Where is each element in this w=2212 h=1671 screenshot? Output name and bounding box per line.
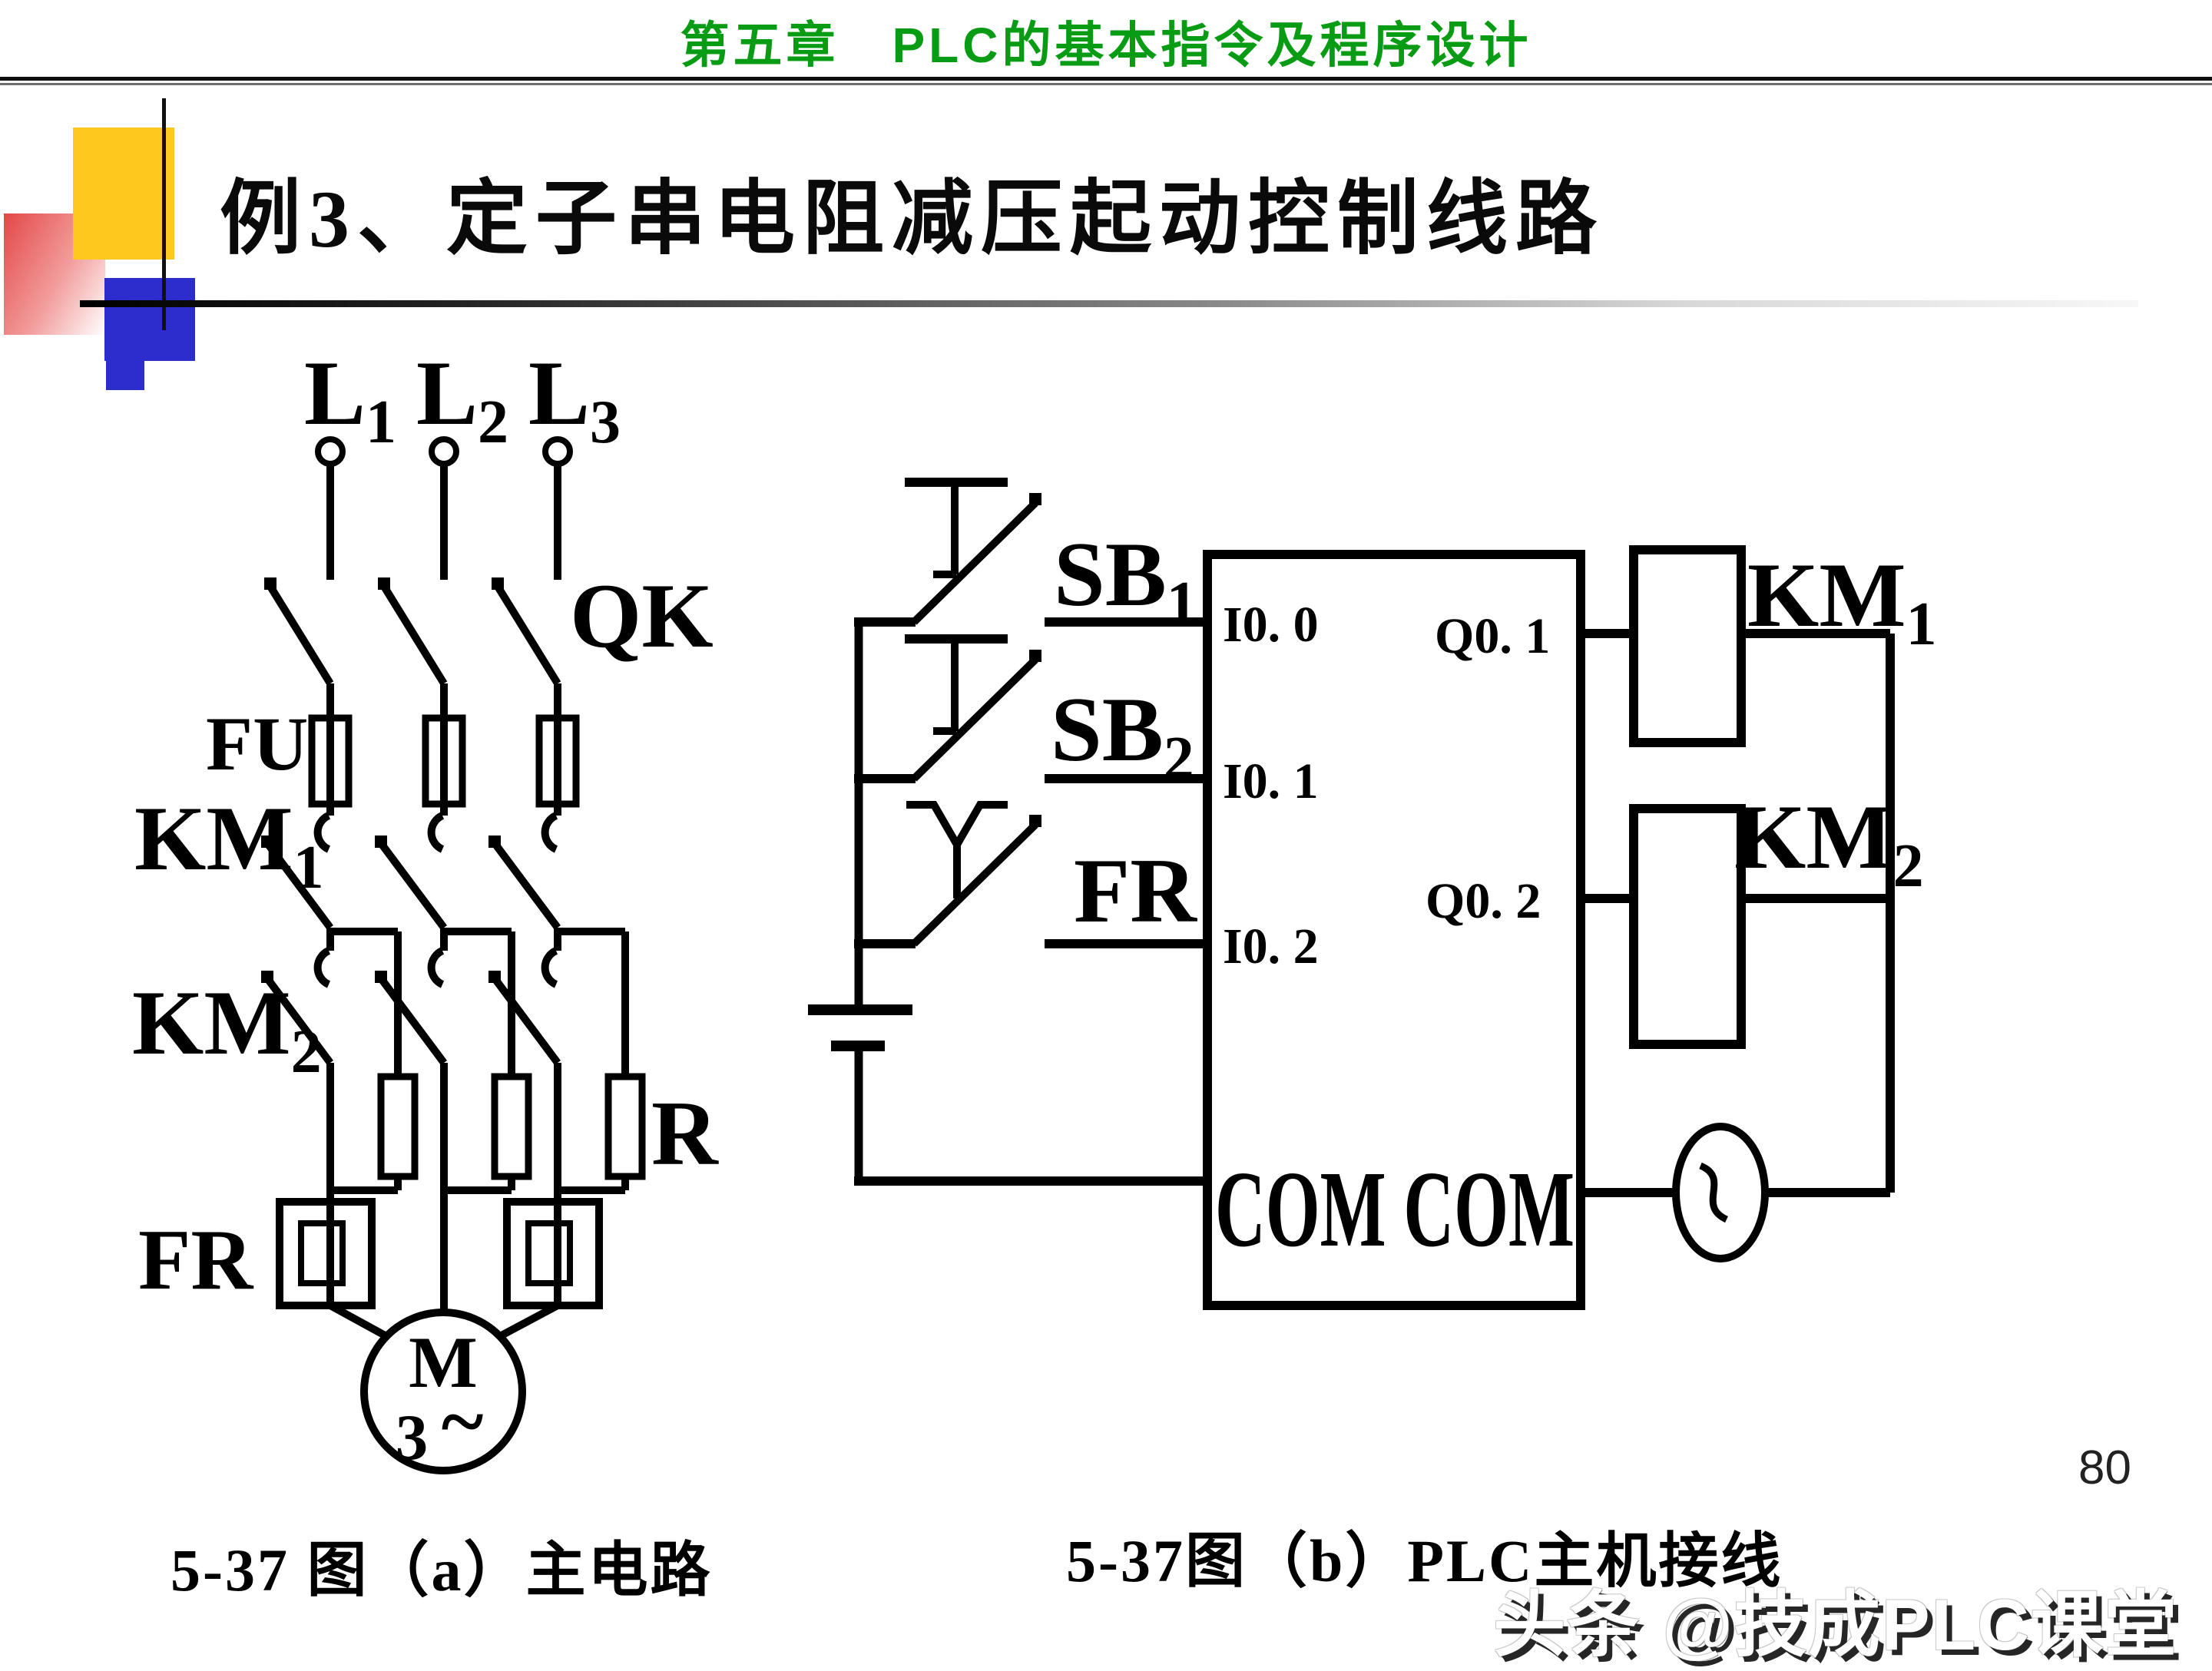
- pushbutton-blade: [911, 500, 1038, 625]
- ac-source-circle: [1672, 1123, 1769, 1262]
- contact-dot: [1029, 650, 1041, 662]
- page-number: 80: [2078, 1441, 2131, 1494]
- plc-input-i01: I0. 1: [1223, 753, 1319, 809]
- slide-title: 例3、定子串电阻减压起动控制线路: [220, 174, 1604, 264]
- contact-blade: [491, 841, 561, 930]
- decor-yellow-square: [73, 127, 174, 260]
- resistor-body: [604, 1073, 646, 1180]
- decor-blue-square-small: [106, 359, 144, 390]
- contactor-label-km1: KM1: [134, 787, 324, 902]
- breaker-label-qk: QK: [570, 564, 714, 667]
- knife-switch-blade: [493, 583, 561, 686]
- resistor-body: [377, 1073, 419, 1180]
- plc-output-q02: Q0. 2: [1426, 873, 1541, 929]
- coil-label-km2: KM2: [1734, 786, 1924, 900]
- thermal-contact-blade: [911, 822, 1038, 947]
- phase-label-l3: L3: [528, 342, 621, 456]
- thermal-label-fr-b: FR: [1074, 839, 1197, 941]
- contact-blade: [377, 841, 448, 930]
- knife-switch-blade: [266, 583, 334, 686]
- phase-label-l2: L2: [416, 342, 508, 456]
- figure-b-caption: 5-37图（b）PLC主机接线: [1066, 1527, 1783, 1594]
- plc-com-terminals: COM COM: [1215, 1148, 1575, 1269]
- contactor-label-km2: KM2: [132, 971, 322, 1086]
- contact-dot: [1029, 493, 1041, 505]
- motor-lead: [328, 1302, 389, 1340]
- ac-sine-wave: [1699, 1162, 1729, 1223]
- button-label-sb2: SB2: [1051, 678, 1194, 792]
- decor-blue-square: [104, 278, 195, 361]
- motor-lead: [498, 1302, 560, 1340]
- plc-output-q01: Q0. 1: [1435, 608, 1550, 664]
- contact-blade: [491, 976, 561, 1065]
- contact-arc: [313, 812, 331, 853]
- thermal-relay-heater: [276, 1198, 376, 1309]
- header-divider-shadow: [0, 83, 2212, 85]
- thermal-relay-heater-inner: [525, 1220, 573, 1286]
- button-label-sb1: SB1: [1054, 523, 1197, 637]
- plc-input-i02: I0. 2: [1223, 918, 1319, 974]
- motor-circle: [360, 1309, 526, 1474]
- contact-arc: [541, 947, 558, 988]
- phase-label-l1: L1: [304, 342, 396, 456]
- thermal-contact-actuator: [906, 801, 1008, 853]
- contact-arc: [313, 947, 331, 988]
- thermal-relay-heater-inner: [298, 1220, 346, 1286]
- motor-phase-count: 3: [396, 1401, 429, 1474]
- plc-box: [1203, 550, 1585, 1310]
- contact-blade: [377, 976, 448, 1065]
- chapter-header: 第五章 PLC的基本指令及程序设计: [680, 18, 1532, 73]
- fuse-label-fu: FU: [206, 701, 308, 786]
- motor-ac-tilde: ~: [442, 1376, 484, 1466]
- contact-arc: [541, 812, 558, 853]
- header-divider-line: [0, 77, 2212, 81]
- title-underline-rule: [80, 300, 2138, 307]
- resistor-label-r: R: [651, 1082, 719, 1184]
- plc-input-i00: I0. 0: [1223, 597, 1319, 653]
- fuse-body: [422, 714, 466, 808]
- thermal-relay-heater: [503, 1198, 603, 1309]
- watermark: 头条 @技成PLC课堂: [1493, 1584, 2178, 1665]
- figure-a-caption: 5-37 图（a）主电路: [171, 1537, 713, 1603]
- pushbutton-blade: [911, 657, 1038, 782]
- figure-a-main-circuit: [261, 436, 646, 1474]
- contact-arc: [427, 947, 445, 988]
- km2-coil-box: [1629, 804, 1746, 1049]
- figure-b-plc-wiring: [808, 478, 1895, 1310]
- fuse-body: [308, 714, 353, 808]
- fuse-body: [535, 714, 580, 808]
- coil-label-km1: KM1: [1747, 544, 1937, 658]
- resistor-body: [491, 1073, 532, 1180]
- km1-coil-box: [1629, 545, 1746, 747]
- motor-letter-m: M: [409, 1322, 478, 1403]
- contact-arc: [427, 812, 445, 853]
- contact-blade: [263, 976, 334, 1065]
- thermal-label-fr: FR: [138, 1213, 253, 1308]
- knife-switch-blade: [379, 583, 448, 686]
- contact-blade: [263, 841, 334, 930]
- decor-vertical-line: [162, 98, 166, 330]
- contact-dot: [1029, 815, 1041, 827]
